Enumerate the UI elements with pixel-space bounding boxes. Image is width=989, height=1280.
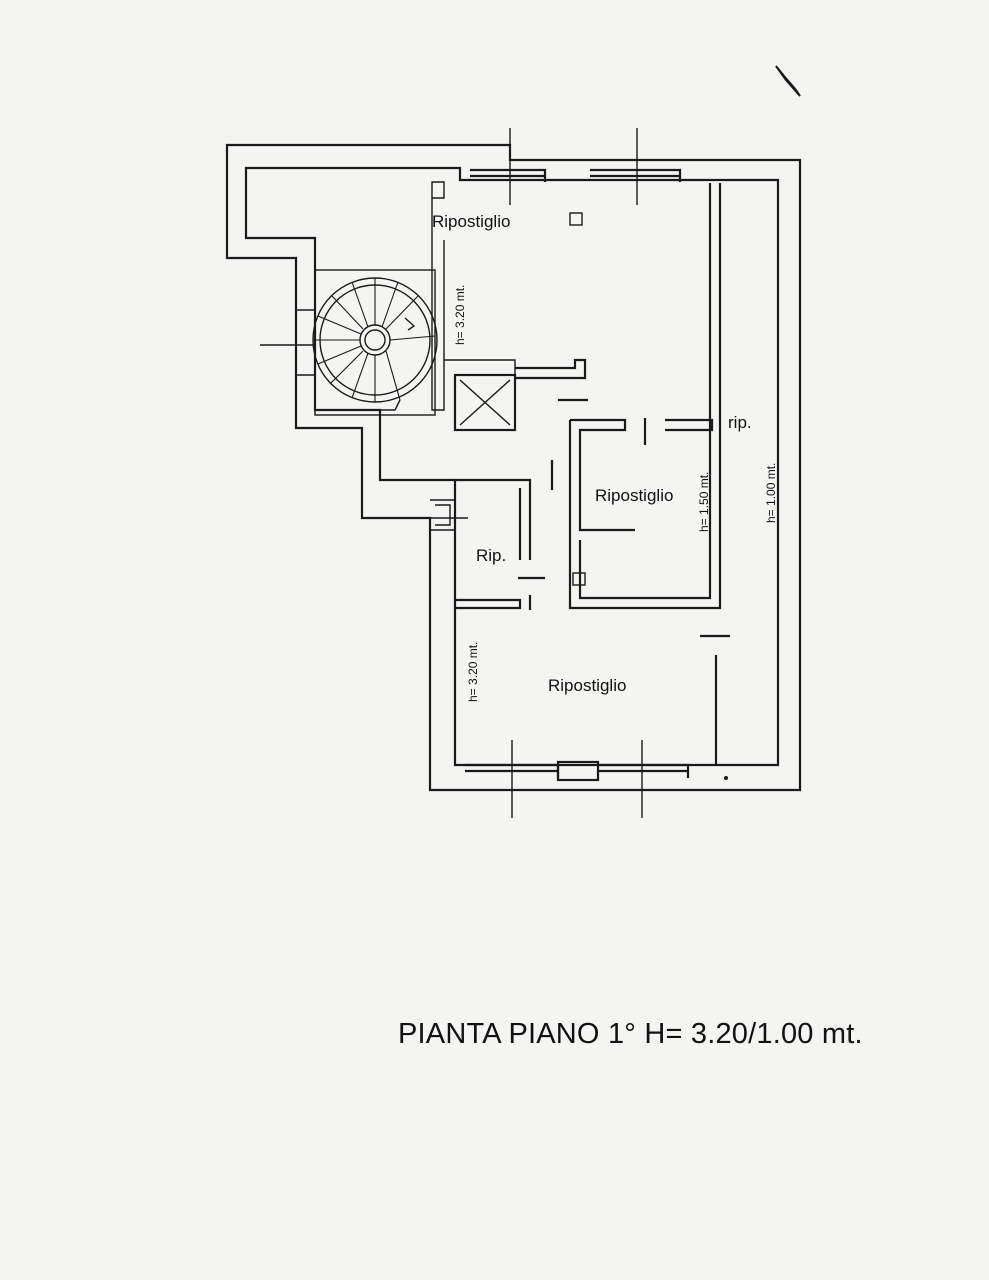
window-pier xyxy=(556,760,600,782)
inner-wall xyxy=(244,166,780,767)
height-label-corridor: h= 1.00 mt. xyxy=(764,463,778,523)
room-label-bottom: Ripostiglio xyxy=(548,676,626,695)
small-room-wall xyxy=(455,595,532,610)
elevator-shaft xyxy=(453,373,517,432)
small-room-wall xyxy=(455,478,532,560)
height-label-bottom: h= 3.20 mt. xyxy=(466,642,480,702)
middle-room-wall xyxy=(568,183,722,610)
wall-detail xyxy=(430,499,455,531)
point-mark xyxy=(724,776,728,780)
window-bottom-right xyxy=(598,763,690,778)
stair-wall xyxy=(296,309,315,376)
wall-detail xyxy=(431,181,445,199)
height-label-top: h= 3.20 mt. xyxy=(453,285,467,345)
wall-stub xyxy=(515,358,587,380)
plan-title: PIANTA PIANO 1° H= 3.20/1.00 mt. xyxy=(398,1018,863,1050)
room-label-top: Ripostiglio xyxy=(432,212,510,231)
room-label-small: Rip. xyxy=(476,546,506,565)
window-top-left xyxy=(470,168,547,182)
room-label-corridor: rip. xyxy=(728,413,752,432)
middle-room-wall xyxy=(570,418,714,532)
window-top-right xyxy=(590,168,682,182)
spiral-staircase xyxy=(312,269,438,416)
pen-mark xyxy=(775,65,801,97)
height-label-middle: h= 1.50 mt. xyxy=(697,472,711,532)
wall-detail xyxy=(431,198,445,411)
outer-wall xyxy=(225,143,802,792)
pillar xyxy=(569,212,583,226)
pillar xyxy=(572,572,586,586)
wall-detail xyxy=(444,359,516,375)
middle-room-wall xyxy=(578,183,712,600)
room-label-middle: Ripostiglio xyxy=(595,486,673,505)
